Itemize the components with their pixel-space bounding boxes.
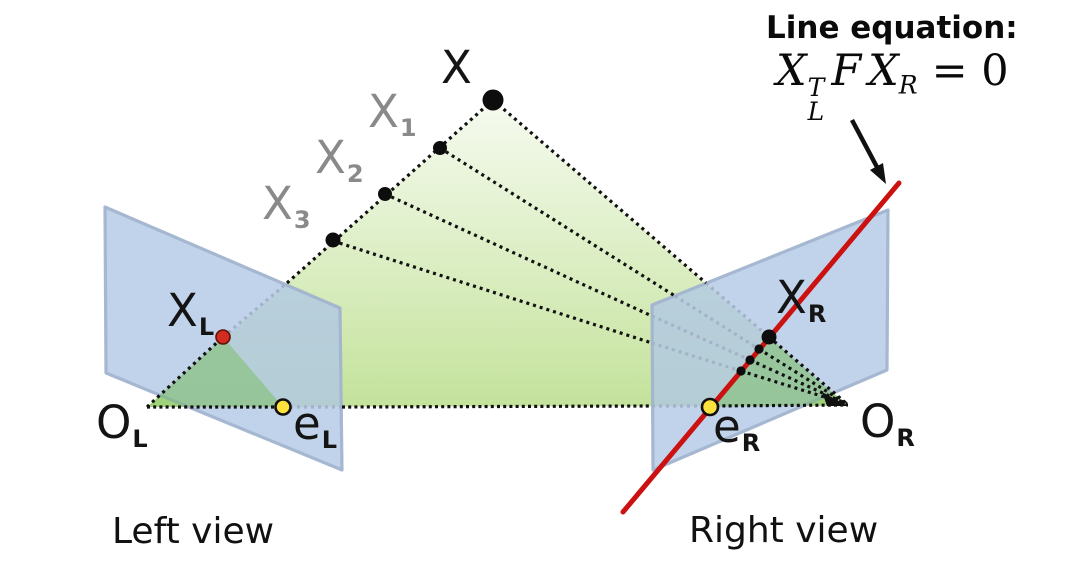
label-x1: X1 — [368, 89, 417, 140]
ray-xr-to-or — [767, 335, 849, 406]
label-el-main: e — [293, 397, 321, 450]
label-xl-main: X — [167, 284, 198, 337]
label-ol: OL — [96, 400, 148, 451]
caption-left-view: Left view — [112, 511, 275, 552]
point-x1 — [433, 141, 447, 155]
ray-x-to-or — [491, 98, 708, 285]
label-x3-main: X — [262, 177, 293, 230]
point-x — [482, 89, 504, 111]
label-x3: X3 — [262, 181, 311, 232]
label-or-sub: R — [896, 424, 915, 452]
formula-x-left: X — [776, 46, 807, 96]
point-x3-projection — [736, 366, 746, 376]
point-xr — [761, 329, 777, 345]
label-er: eR — [713, 404, 760, 455]
label-xr-sub: R — [807, 300, 827, 328]
label-xl-sub: L — [198, 313, 215, 341]
formula-equals-zero: = 0 — [931, 46, 1009, 96]
epipole-right — [700, 397, 720, 417]
formula-sub-right: R — [898, 70, 918, 100]
point-x3 — [325, 232, 341, 248]
hidden-ray-x3-to-or — [651, 341, 742, 373]
baseline-middle — [341, 404, 653, 409]
label-x2: X2 — [315, 135, 364, 186]
annotation-arrow-head-icon — [870, 163, 886, 184]
formula-x-right: X — [868, 46, 899, 96]
hidden-dotted-rays — [221, 281, 771, 409]
label-x2-main: X — [315, 131, 346, 184]
label-xr-main: X — [776, 271, 807, 324]
ray-ol-to-xl — [145, 335, 225, 409]
baseline-er-to-or — [709, 403, 849, 408]
ray-p1-to-or — [758, 347, 848, 406]
label-el-sub: L — [321, 426, 337, 454]
label-ol-main: O — [96, 396, 132, 449]
label-x: X — [441, 45, 472, 90]
formula-fundamental-matrix: F — [831, 46, 862, 96]
label-or: OR — [860, 399, 915, 450]
point-x1-projection — [754, 344, 764, 354]
label-x1-sub: 1 — [399, 114, 417, 142]
label-x2-sub: 2 — [346, 160, 364, 188]
epipole-left — [274, 398, 292, 416]
label-er-main: e — [713, 400, 741, 453]
hidden-ray-x1-to-or — [674, 294, 760, 351]
caption-right-view: Right view — [689, 510, 879, 551]
point-x2-projection — [745, 355, 755, 365]
point-x2 — [378, 187, 392, 201]
label-er-sub: R — [741, 429, 761, 457]
label-xr: XR — [776, 275, 826, 326]
label-xl: XL — [167, 288, 214, 339]
label-or-main: O — [860, 395, 896, 448]
annotation-arrow-shaft — [850, 118, 880, 171]
annotation-arrow — [850, 118, 886, 184]
formula-transpose: T — [807, 73, 825, 102]
or-convergence-wedge — [822, 392, 848, 406]
label-ol-sub: L — [132, 425, 148, 453]
point-xl — [215, 329, 231, 345]
left-camera-fan — [147, 337, 283, 407]
formula-sub-left: L — [807, 96, 825, 126]
line-equation-title: Line equation: — [766, 10, 1018, 46]
label-el: eL — [293, 401, 337, 452]
label-x3-sub: 3 — [293, 206, 311, 234]
label-x-main: X — [441, 41, 472, 94]
label-x1-main: X — [368, 85, 399, 138]
ray-x1-to-or — [439, 146, 676, 298]
